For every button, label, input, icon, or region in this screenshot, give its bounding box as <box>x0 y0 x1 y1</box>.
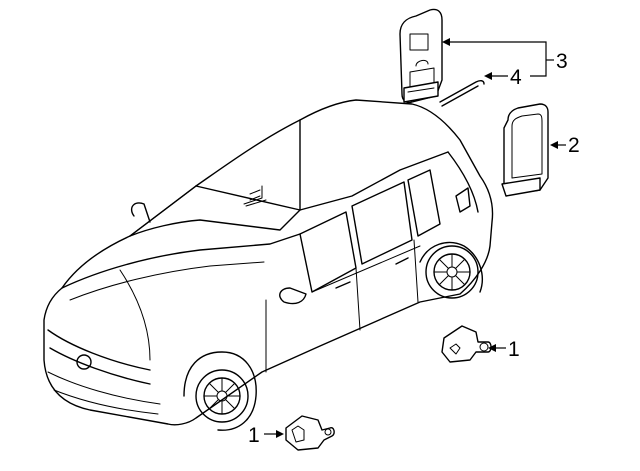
vehicle-illustration <box>43 99 494 431</box>
antenna-wire-part <box>439 79 485 107</box>
callout-3: 3 <box>556 50 568 73</box>
callout-1-front: 1 <box>248 424 260 447</box>
callout-4: 4 <box>510 66 522 89</box>
rear-wheel <box>419 241 483 299</box>
front-impact-sensor-part <box>285 415 335 451</box>
rear-impact-sensor-part <box>441 325 492 363</box>
callout-2: 2 <box>568 134 580 157</box>
module-bracket-part <box>399 8 443 104</box>
callout-1-rear: 1 <box>508 338 520 361</box>
front-wheel <box>183 351 257 431</box>
module-panel-part <box>501 103 549 197</box>
leader-lines <box>264 38 566 438</box>
